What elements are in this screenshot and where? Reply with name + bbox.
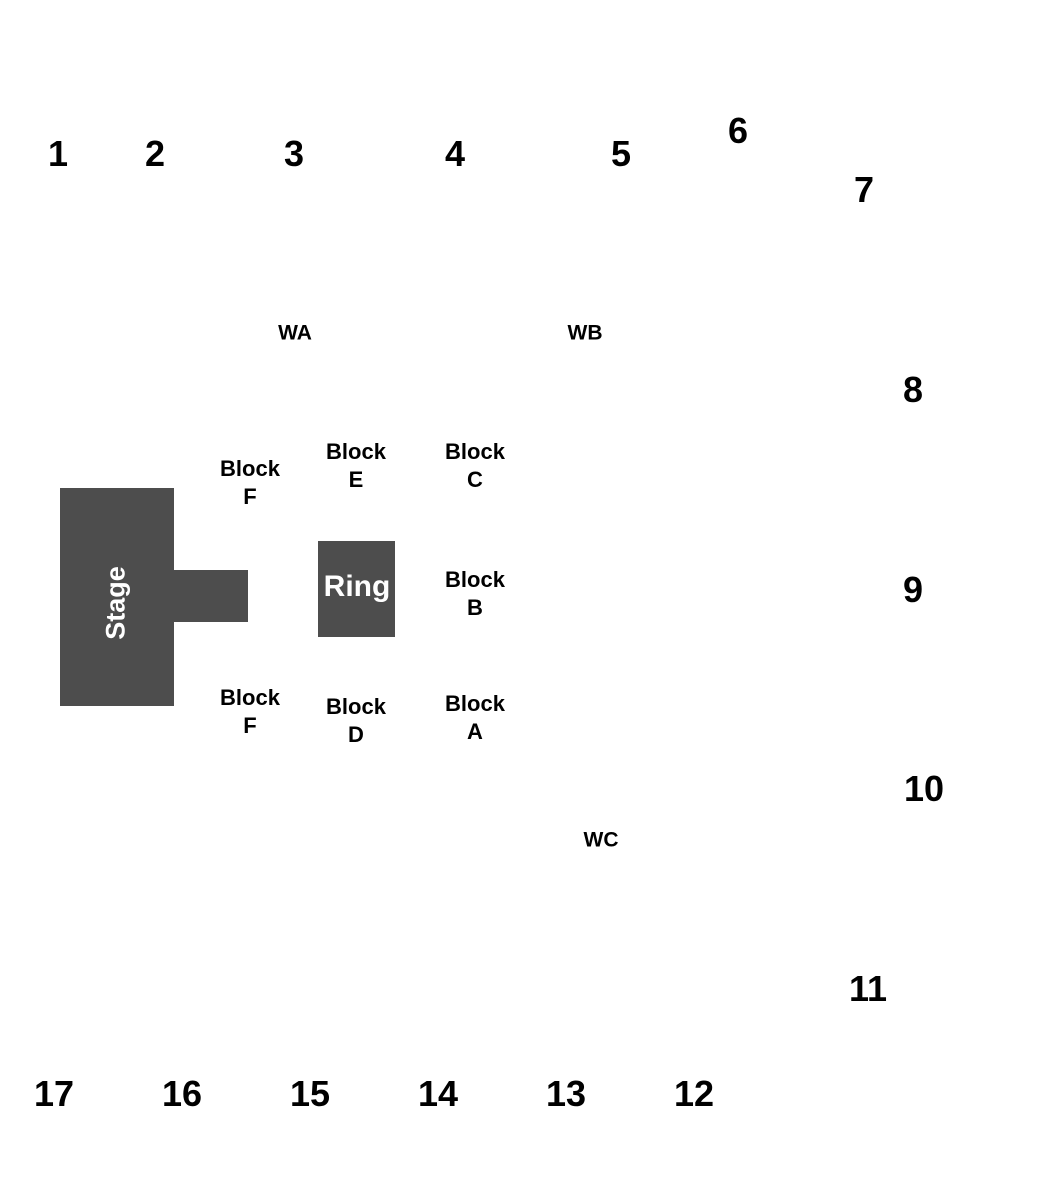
section-11[interactable]: 11 (848, 968, 888, 1009)
block-a-letter: A (467, 719, 483, 744)
section-10[interactable]: 10 (903, 768, 945, 809)
block-e-word: Block (326, 439, 386, 464)
section-12[interactable]: 12 (673, 1073, 715, 1114)
block-f-bottom[interactable]: Block F (220, 684, 280, 740)
section-7[interactable]: 7 (853, 169, 875, 210)
block-f-top-word: Block (220, 456, 280, 481)
block-c-word: Block (445, 439, 505, 464)
stage-runway (172, 570, 248, 622)
block-c-letter: C (467, 467, 483, 492)
block-b-letter: B (467, 595, 483, 620)
section-6[interactable]: 6 (727, 110, 749, 151)
ring-label: Ring (323, 570, 391, 603)
section-4[interactable]: 4 (444, 133, 466, 174)
block-b-word: Block (445, 567, 505, 592)
stage (60, 488, 174, 706)
block-b[interactable]: Block B (445, 566, 505, 622)
section-5[interactable]: 5 (610, 133, 632, 174)
section-15[interactable]: 15 (289, 1073, 331, 1114)
section-16[interactable]: 16 (161, 1073, 203, 1114)
block-f-top[interactable]: Block F (220, 455, 280, 511)
section-13[interactable]: 13 (545, 1073, 587, 1114)
block-f-bottom-letter: F (243, 713, 257, 738)
section-3[interactable]: 3 (283, 133, 305, 174)
block-e-letter: E (348, 467, 364, 492)
section-9[interactable]: 9 (902, 569, 924, 610)
section-wb[interactable]: WB (567, 321, 603, 345)
section-wc[interactable]: WC (583, 828, 619, 852)
section-1[interactable]: 1 (47, 133, 69, 174)
block-c[interactable]: Block C (445, 438, 505, 494)
ring (318, 541, 395, 637)
block-d-letter: D (348, 722, 364, 747)
block-a-word: Block (445, 691, 505, 716)
stage-label: Stage (100, 566, 131, 640)
block-f-top-letter: F (243, 484, 257, 509)
section-2[interactable]: 2 (144, 133, 166, 174)
section-17[interactable]: 17 (33, 1073, 75, 1114)
section-8[interactable]: 8 (902, 369, 924, 410)
block-f-bottom-word: Block (220, 685, 280, 710)
block-d-word: Block (326, 694, 386, 719)
section-wa[interactable]: WA (278, 321, 312, 345)
section-14[interactable]: 14 (417, 1073, 459, 1114)
block-a[interactable]: Block A (445, 690, 505, 746)
block-d[interactable]: Block D (326, 693, 386, 749)
block-e[interactable]: Block E (326, 438, 386, 494)
